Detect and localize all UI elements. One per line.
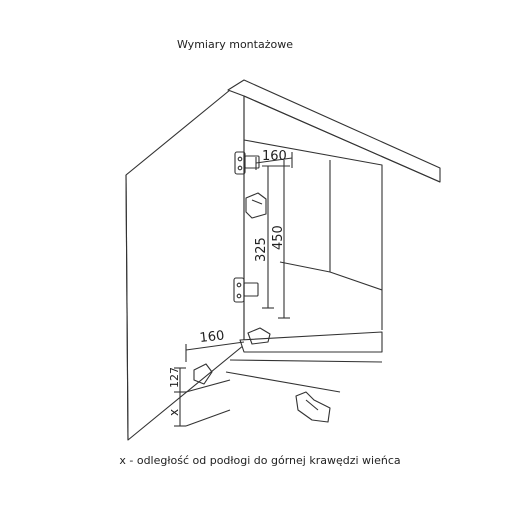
cabinet-top <box>227 79 441 183</box>
door-front-edge <box>125 174 129 441</box>
dim-line-160-bottom <box>185 341 245 351</box>
diagram-caption: x - odległość od podłogi do górnej krawę… <box>119 454 401 467</box>
bottom-shelf <box>239 331 383 353</box>
inner-back <box>243 139 383 330</box>
label-450: 450 <box>271 225 286 250</box>
label-127: 127 <box>168 367 181 388</box>
floor-bracket <box>193 363 213 385</box>
label-bottom-160: 160 <box>199 328 225 346</box>
door-panel <box>125 89 245 441</box>
loose-bracket <box>295 391 331 423</box>
label-x: x <box>167 409 181 416</box>
diagram-title: Wymiary montażowe <box>177 38 293 51</box>
label-325: 325 <box>254 237 269 262</box>
label-top-160: 160 <box>262 149 287 164</box>
lower-clip <box>247 327 271 345</box>
upper-clip <box>245 192 267 219</box>
